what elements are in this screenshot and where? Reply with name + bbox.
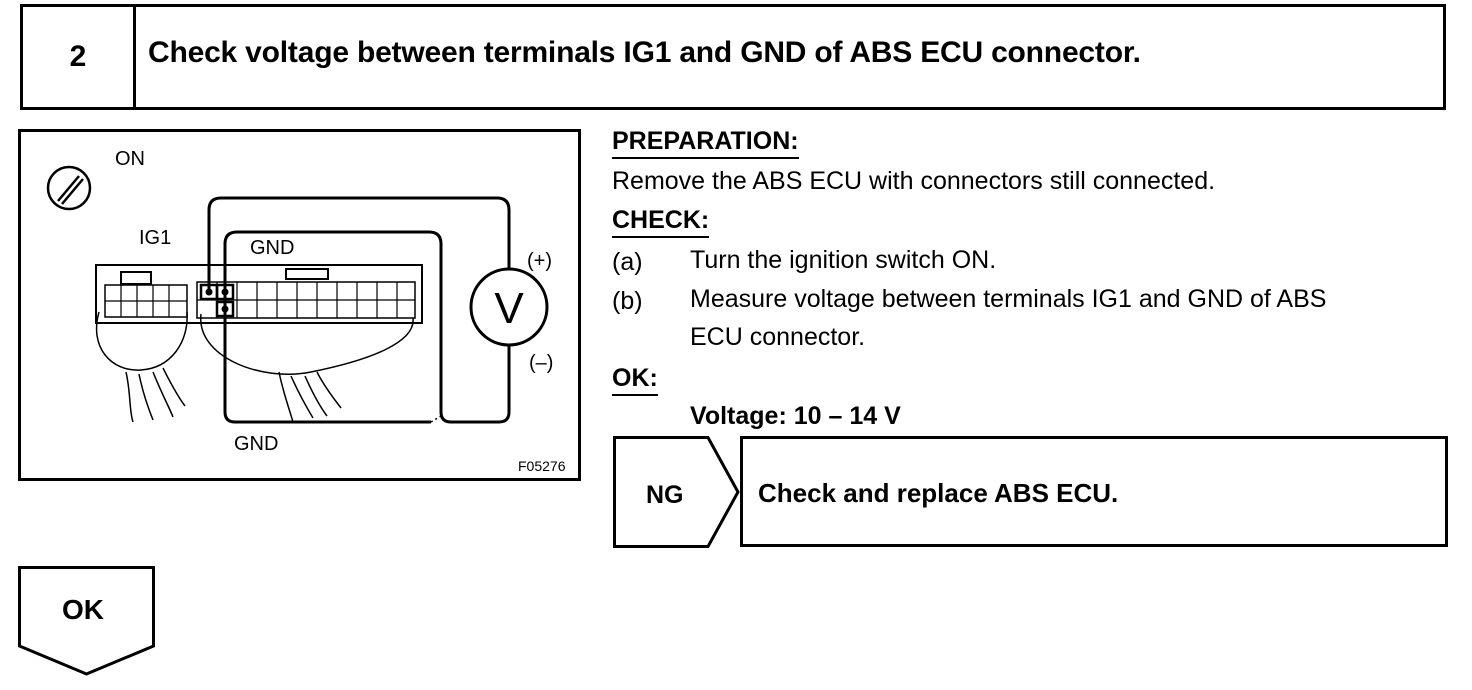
ignition-switch-icon	[46, 165, 92, 211]
step-b-letter: (b)	[612, 287, 643, 315]
preparation-section: PREPARATION:	[612, 129, 799, 159]
voltage-spec: Voltage: 10 – 14 V	[690, 402, 901, 430]
ok-arrow-icon	[18, 566, 155, 676]
test-leads	[207, 196, 511, 424]
step-number: 2	[23, 7, 136, 107]
ok-heading: OK:	[612, 366, 658, 396]
wiring-diagram-drawing: ON IG1 GND GND (+) (–) F05276	[46, 148, 566, 474]
gnd-label-top: GND	[250, 237, 294, 259]
check-heading: CHECK:	[612, 208, 710, 238]
plus-label: (+)	[527, 250, 552, 272]
ng-arrow-icon	[613, 436, 740, 548]
ng-action-box: Check and replace ABS ECU.	[740, 436, 1448, 547]
step-header: 2 Check voltage between terminals IG1 an…	[20, 4, 1446, 110]
wiring-diagram: ON IG1 GND GND (+) (–) F05276	[18, 129, 581, 481]
minus-label: (–)	[529, 352, 553, 374]
ig1-label: IG1	[139, 227, 171, 249]
gnd-label-bottom: GND	[234, 433, 278, 455]
ng-label: NG	[646, 481, 684, 509]
step-title: Check voltage between terminals IG1 and …	[148, 36, 1141, 69]
voltmeter-icon: V	[469, 267, 549, 347]
step-b-text-line1: Measure voltage between terminals IG1 an…	[690, 285, 1327, 313]
step-a-text: Turn the ignition switch ON.	[690, 246, 997, 274]
step-b-text-line2: ECU connector.	[690, 323, 866, 351]
preparation-text: Remove the ABS ECU with connectors still…	[612, 167, 1216, 195]
on-label: ON	[115, 148, 145, 170]
check-section: CHECK:	[612, 208, 710, 238]
ecu-connector	[95, 264, 423, 324]
wire-harness	[95, 311, 414, 423]
voltmeter-label: V	[494, 284, 524, 333]
ok-section: OK:	[612, 366, 658, 396]
step-a-letter: (a)	[612, 248, 643, 276]
preparation-heading: PREPARATION:	[612, 129, 799, 159]
ok-label: OK	[62, 594, 104, 625]
figure-code: F05276	[518, 458, 566, 474]
ng-action-text: Check and replace ABS ECU.	[758, 478, 1119, 508]
